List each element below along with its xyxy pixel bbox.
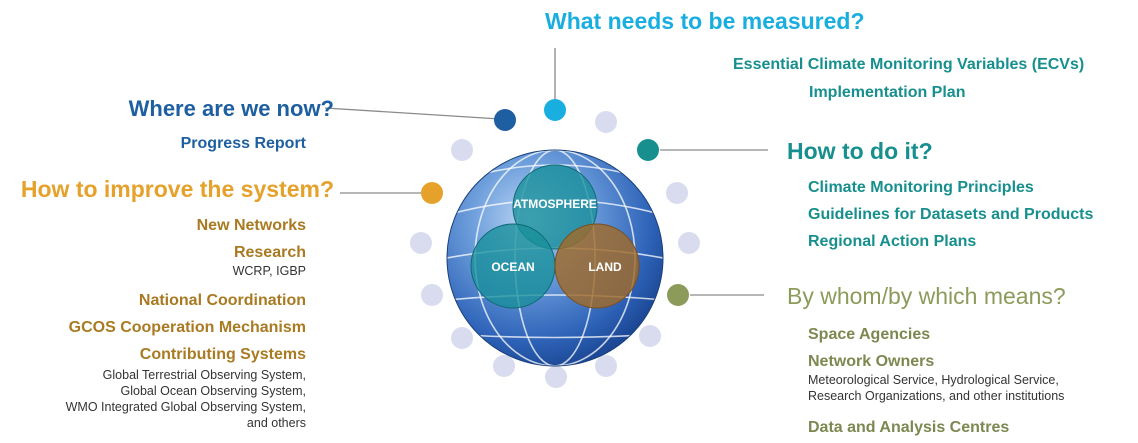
research-item: Research — [233, 244, 306, 261]
atmosphere-label: ATMOSPHERE — [513, 197, 597, 211]
what-heading: What needs to be measured? — [545, 8, 865, 34]
contributing-subtext-2: Global Ocean Observing System, — [120, 384, 307, 398]
where-marker-dot — [494, 109, 516, 131]
improve-heading: How to improve the system? — [20, 176, 334, 202]
bywhom-marker-dot — [667, 284, 689, 306]
network-owners-item: Network Owners — [808, 353, 935, 370]
how-marker-dot — [637, 139, 659, 161]
connector-lines — [324, 48, 768, 296]
contributing-systems-item: Contributing Systems — [139, 346, 306, 363]
ecv-item: Essential Climate Monitoring Variables (… — [733, 56, 1085, 73]
improve-marker-dot — [421, 182, 443, 204]
where-heading: Where are we now? — [128, 96, 334, 121]
ring-dots — [410, 111, 700, 388]
contributing-subtext-1: Global Terrestrial Observing System, — [102, 368, 306, 382]
regional-plans-item: Regional Action Plans — [808, 233, 977, 250]
research-subtext: WCRP, IGBP — [232, 264, 306, 278]
network-owners-subtext-1: Meteorological Service, Hydrological Ser… — [808, 373, 1059, 387]
new-networks-item: New Networks — [196, 217, 306, 234]
contributing-subtext-3: WMO Integrated Global Observing System, — [65, 400, 306, 414]
space-agencies-item: Space Agencies — [808, 326, 931, 343]
national-coordination-item: National Coordination — [138, 292, 306, 309]
venn-circles — [470, 164, 640, 309]
principles-item: Climate Monitoring Principles — [808, 179, 1034, 196]
land-label: LAND — [588, 260, 622, 274]
contributing-subtext-4: and others — [246, 416, 306, 430]
network-owners-subtext-2: Research Organizations, and other instit… — [808, 389, 1065, 403]
what-marker-dot — [544, 99, 566, 121]
implementation-plan-item: Implementation Plan — [809, 84, 966, 101]
progress-report-item: Progress Report — [180, 135, 306, 152]
how-heading: How to do it? — [787, 138, 933, 164]
guidelines-item: Guidelines for Datasets and Products — [808, 206, 1094, 223]
ocean-label: OCEAN — [491, 260, 534, 274]
bywhom-heading: By whom/by which means? — [787, 283, 1066, 309]
gcos-mechanism-item: GCOS Cooperation Mechanism — [68, 319, 306, 336]
data-centres-item: Data and Analysis Centres — [808, 419, 1010, 436]
